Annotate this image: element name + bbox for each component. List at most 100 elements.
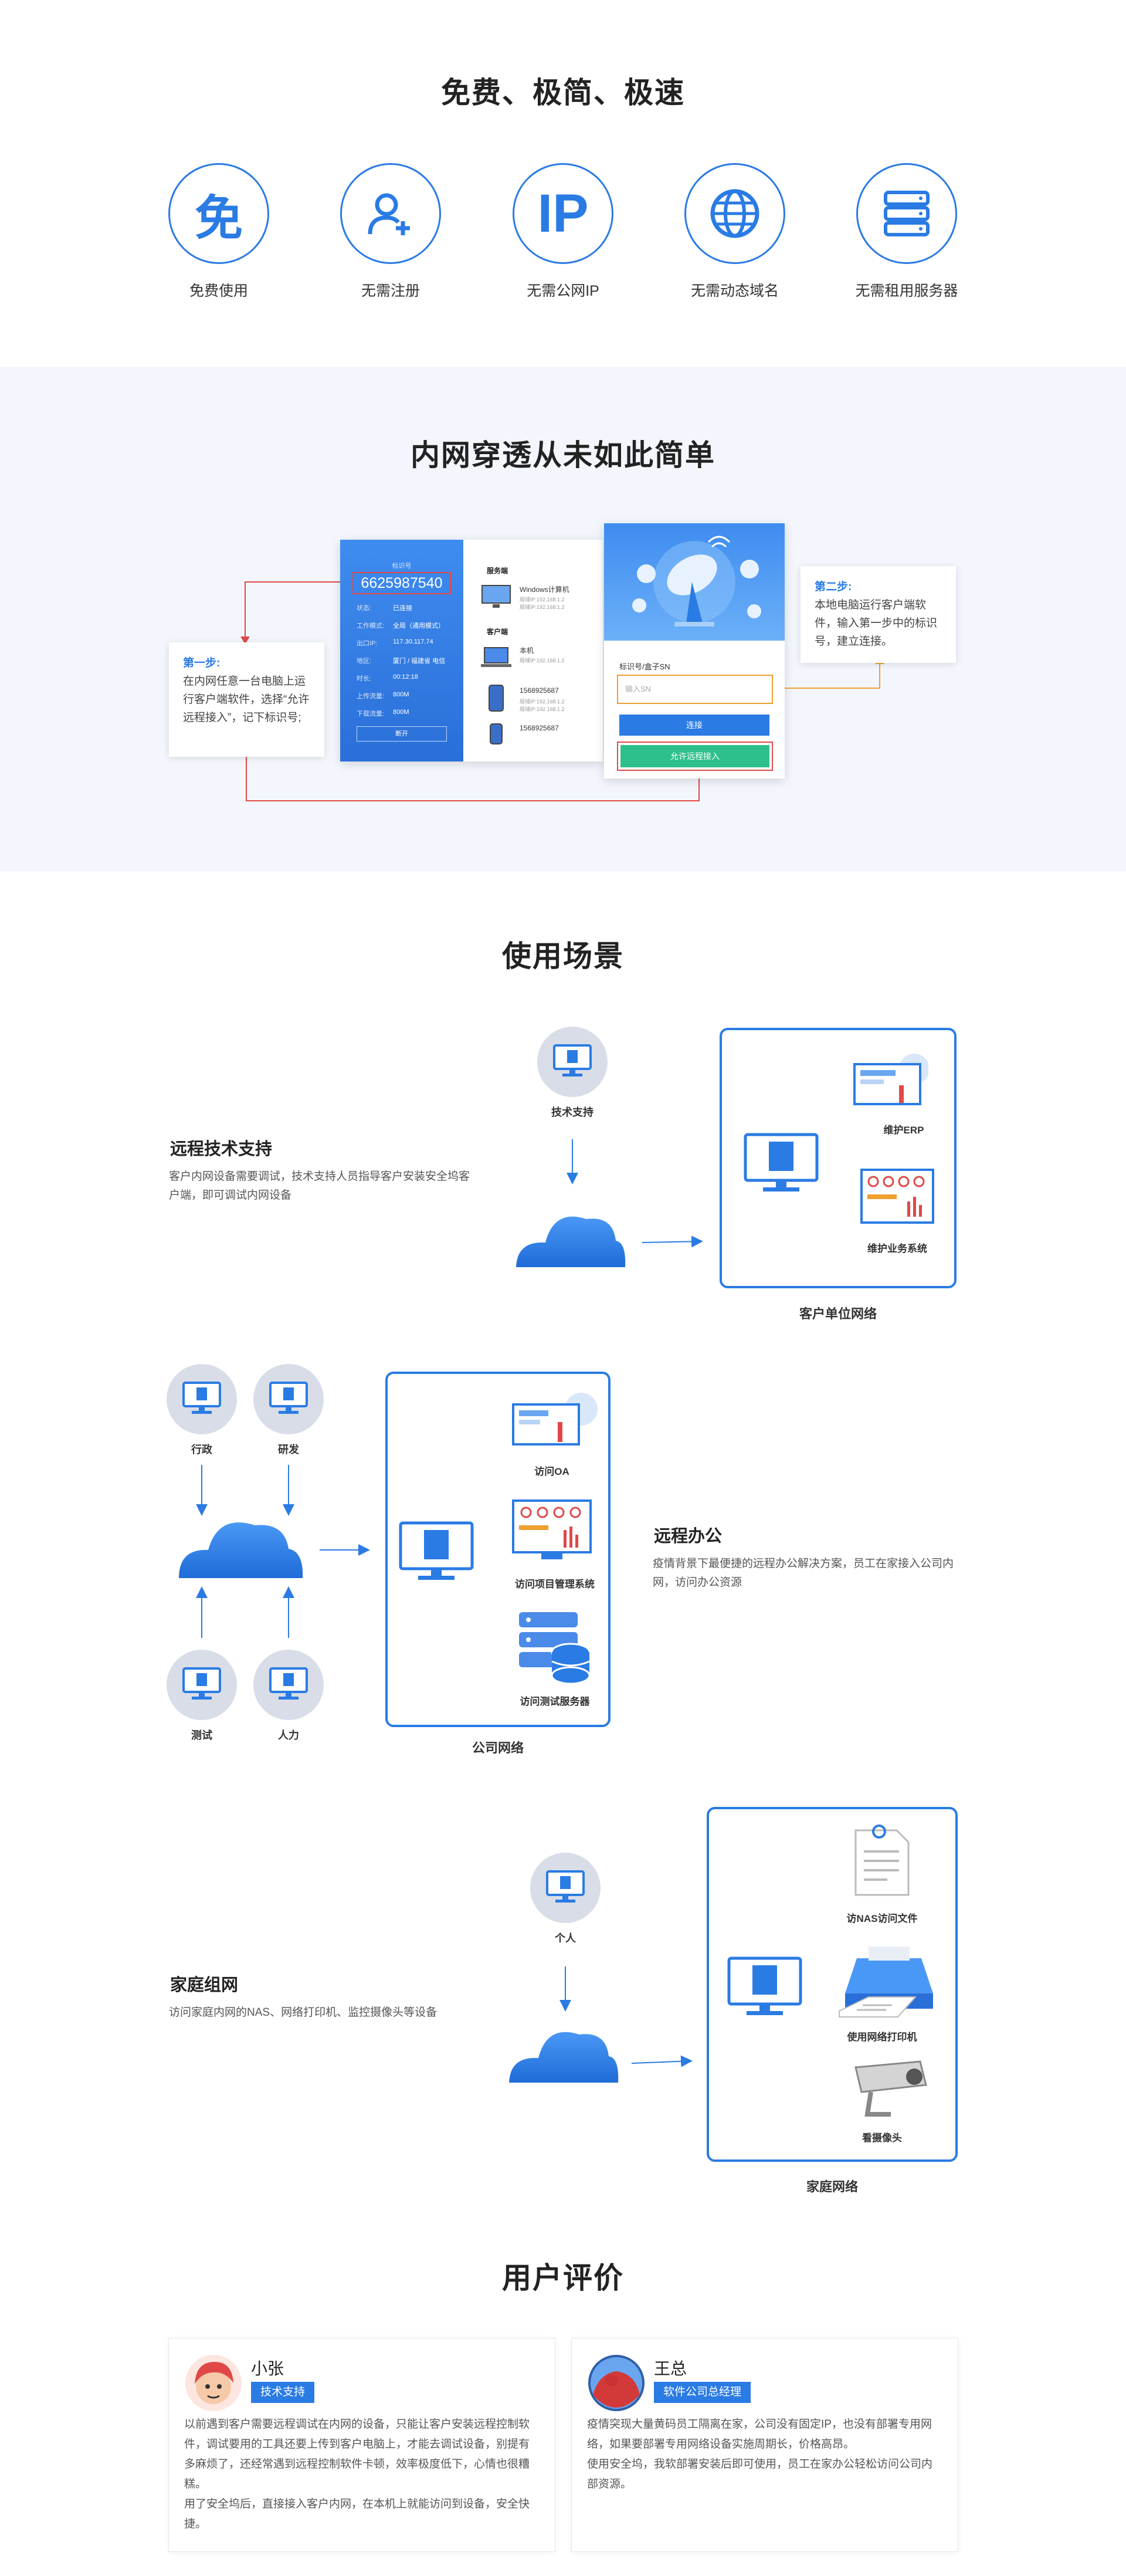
node-test: 测试	[167, 1650, 237, 1742]
step1-note: 第一步: 在内网任意一台电脑上运行客户端软件，选择“允许远程接入”，记下标识号;	[169, 642, 324, 757]
disconnect-button[interactable]: 断开	[357, 726, 447, 742]
item-label: 访问测试服务器	[520, 1696, 590, 1707]
computer-icon	[744, 1133, 819, 1191]
customer-network-box: 维护ERP 维护业务系统	[720, 1028, 957, 1288]
review-card: 小张 技术支持 以前遇到客户需要远程调试在内网的设备，只能让客户安装远程控制软件…	[168, 2338, 555, 2552]
avatar	[185, 2355, 242, 2411]
item-label: 维护ERP	[883, 1125, 924, 1136]
device-item[interactable]: Windows计算机 局域IP:192.168.1.2 局域IP:192.168…	[475, 580, 592, 615]
id-number: 6625987540	[352, 572, 451, 594]
home-network-caption: 家庭网络	[806, 2179, 858, 2194]
server-icon	[884, 191, 930, 236]
allow-remote-label: 允许远程接入	[620, 745, 769, 767]
item-label: 访问项目管理系统	[515, 1579, 595, 1590]
feature-label: 免费使用	[189, 283, 248, 299]
node-hr: 人力	[253, 1650, 324, 1742]
server-header: 服务端	[487, 567, 508, 575]
reviews-title: 用户评价	[502, 2262, 624, 2294]
sn-input[interactable]: 输入SN	[617, 675, 773, 704]
computer-icon	[182, 1382, 221, 1414]
item-label: 维护业务系统	[867, 1243, 927, 1254]
avatar	[588, 2355, 645, 2411]
review-text: 疫情突现大量黄码员工隔离在家，公司没有固定IP，也没有部署专用网络，如果要部署专…	[587, 2418, 933, 2490]
device-item[interactable]: 本机 局域IP:192.168.1.2	[475, 641, 592, 676]
review-card: 王总 软件公司总经理 疫情突现大量黄码员工隔离在家，公司没有固定IP，也没有部署…	[571, 2338, 958, 2552]
feature-label: 无需公网IP	[527, 283, 599, 299]
client-header: 客户端	[487, 628, 508, 636]
reviewer-name: 王总	[654, 2360, 687, 2378]
test-server-icon	[519, 1612, 591, 1685]
monitor-icon	[481, 585, 511, 608]
printer-icon	[839, 1947, 933, 2018]
review-text: 以前遇到客户需要远程调试在内网的设备，只能让客户安装远程控制软件，调试要用的工具…	[184, 2418, 530, 2530]
reviewer-tag: 软件公司总经理	[654, 2382, 751, 2403]
ip-icon: IP	[537, 183, 589, 243]
computer-icon	[399, 1521, 474, 1580]
feature-label: 无需动态域名	[690, 283, 779, 299]
customer-network-caption: 客户单位网络	[799, 1306, 877, 1321]
client-left-pane: 标识号 6625987540 状态:已连接 工作模式:全局（通用模式） 出口IP…	[340, 540, 463, 761]
feature-label: 无需租用服务器	[855, 283, 958, 299]
feature-free: 免 免费使用	[154, 163, 283, 300]
id-label: 标识号	[392, 563, 412, 570]
allow-remote-button[interactable]: 允许远程接入	[617, 742, 773, 771]
scenario-home-title: 家庭组网	[170, 1976, 239, 1995]
feature-no-register: 无需注册	[326, 163, 455, 300]
node-tech-support: 技术支持	[537, 1027, 608, 1119]
connect-button[interactable]: 连接	[619, 715, 769, 736]
add-user-icon	[368, 193, 410, 235]
cloud-icon	[179, 1522, 303, 1578]
device-list: 服务端 Windows计算机 局域IP:192.168.1.2 局域IP:192…	[463, 540, 603, 761]
home-network-box: 访NAS访问文件 使用网络打印机 看摄像头	[707, 1807, 958, 2162]
cloud-icon	[516, 1216, 626, 1267]
free-icon: 免	[194, 191, 243, 245]
globe-icon	[710, 189, 759, 238]
feature-no-server: 无需租用服务器	[842, 163, 971, 300]
scenarios-title: 使用场景	[502, 940, 624, 973]
item-label: 访NAS访问文件	[846, 1913, 918, 1924]
features-title: 免费、极简、极速	[441, 76, 685, 109]
device-item[interactable]: 1568925687	[475, 719, 592, 754]
computer-icon	[182, 1667, 221, 1700]
scenario-remote-support-title: 远程技术支持	[170, 1140, 273, 1159]
scenario-home-desc: 访问家庭内网的NAS、网络打印机、监控摄像头等设备	[169, 2006, 437, 2019]
phone-icon	[489, 685, 504, 712]
computer-icon	[553, 1044, 592, 1077]
phone-icon	[490, 723, 503, 744]
feature-no-ddns: 无需动态域名	[670, 163, 799, 300]
laptop-icon	[481, 647, 511, 667]
sn-field-label: 标识号/盒子SN	[619, 662, 670, 671]
step1-heading: 第一步:	[183, 657, 221, 669]
connect-banner	[604, 523, 785, 641]
scenario-remote-office-desc: 疫情背景下最便捷的远程办公解决方案，员工在家接入公司内网，访问办公资源	[653, 1558, 954, 1589]
step2-note: 第二步: 本地电脑运行客户端软件，输入第一步中的标识号，建立连接。	[801, 566, 956, 663]
computer-icon	[727, 1956, 802, 2015]
step2-text: 本地电脑运行客户端软件，输入第一步中的标识号，建立连接。	[815, 599, 938, 648]
scenario-remote-support-desc: 客户内网设备需要调试，技术支持人员指导客户安装安全坞客户端，即可调试内网设备	[169, 1170, 470, 1201]
status-rows: 状态:已连接 工作模式:全局（通用模式） 出口IP:117.30.117.74 …	[357, 605, 446, 717]
item-label: 访问OA	[534, 1466, 569, 1477]
device-item[interactable]: 1568925687 局域IP:192.168.1.2 局域IP:192.168…	[475, 682, 592, 717]
erp-monitor-icon	[853, 1054, 928, 1105]
company-network-caption: 公司网络	[472, 1741, 524, 1755]
item-label: 使用网络打印机	[847, 2032, 917, 2043]
reviewer-name: 小张	[251, 2360, 284, 2378]
step1-text: 在内网任意一台电脑上运行客户端软件，选择“允许远程接入”，记下标识号;	[183, 675, 310, 724]
computer-icon	[269, 1667, 308, 1700]
connect-window: 标识号/盒子SN 输入SN 连接 允许远程接入	[604, 523, 785, 778]
camera-icon	[854, 2060, 927, 2117]
satellite-dish-icon	[632, 536, 761, 627]
project-system-icon	[512, 1499, 592, 1559]
computer-icon	[269, 1382, 308, 1414]
feature-no-public-ip: IP 无需公网IP	[498, 163, 628, 300]
feature-label: 无需注册	[361, 283, 420, 299]
cloud-icon	[509, 2032, 619, 2083]
reviewer-tag: 技术支持	[251, 2382, 315, 2403]
tunnel-title: 内网穿透从未如此简单	[411, 439, 715, 472]
step2-heading: 第二步:	[815, 581, 852, 593]
scenario-remote-office-title: 远程办公	[654, 1527, 723, 1546]
client-window: 标识号 6625987540 状态:已连接 工作模式:全局（通用模式） 出口IP…	[340, 540, 603, 761]
oa-monitor-icon	[512, 1393, 598, 1446]
item-label: 看摄像头	[862, 2132, 902, 2144]
node-admin: 行政	[167, 1364, 237, 1457]
